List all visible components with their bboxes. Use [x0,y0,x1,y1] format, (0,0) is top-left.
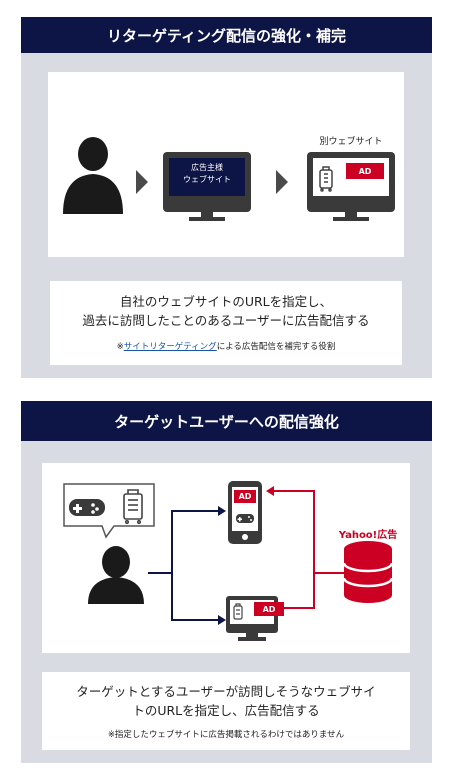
retargeting-desc-line2: 過去に訪問したことのあるユーザーに広告配信する [82,313,370,328]
target-note: ※指定したウェブサイトに広告掲載されるわけではありません [107,730,345,740]
monitor-ad-label: AD [254,602,284,616]
speech-bubble [63,483,155,539]
retargeting-description-card: 自社のウェブサイトのURLを指定し、 過去に訪問したことのあるユーザーに広告配信… [50,281,402,365]
target-description-card: ターゲットとするユーザーが訪問しそうなウェブサイ トのURLを指定し、広告配信す… [42,672,410,750]
yahoo-ads-label: Yahoo!広告 [338,530,398,541]
user-connector-lines [148,510,218,621]
site-retargeting-link[interactable]: サイトリターゲティング [123,342,217,352]
retargeting-title: リターゲティング配信の強化・補完 [106,26,347,45]
target-user-title: ターゲットユーザーへの配信強化 [114,412,339,431]
arrow-to-smartphone [218,506,226,516]
retargeting-note: ※サイトリターゲティングによる広告配信を補完する役割 [50,340,402,352]
database-icon [342,541,394,603]
target-desc-line1: ターゲットとするユーザーが訪問しそうなウェブサイ [76,684,376,699]
arrow-ad-to-smartphone [266,486,274,496]
center-monitor-text: 広告主様 ウェブサイト [183,163,231,184]
suitcase-icon [319,166,333,192]
target-user-header: ターゲットユーザーへの配信強化 [21,401,432,441]
gamepad-icon [236,514,254,523]
retargeting-desc-line1: 自社のウェブサイトのURLを指定し、 [119,294,333,309]
retargeting-header: リターゲティング配信の強化・補完 [21,17,432,53]
phone-ad-label: AD [234,490,256,503]
gamepad-icon [69,499,105,516]
note-suffix: による広告配信を補完する役割 [216,342,336,352]
target-diagram [63,481,394,641]
target-user-panel: ターゲットユーザーへの配信強化 [21,401,432,763]
ad-delivery-lines [274,490,344,609]
other-site-label: 別ウェブサイト [319,137,383,147]
target-diagram-card: AD AD Yahoo!広告 [42,463,410,653]
retargeting-diagram-card: 広告主様 ウェブサイト 別ウェブサイト AD [48,72,404,257]
triangle-arrow-icon [276,170,288,194]
person-icon [63,137,123,214]
ad-label: AD [346,163,384,179]
suitcase-icon [233,603,243,620]
monitor-icon [163,152,251,221]
person-icon [88,546,144,604]
retargeting-panel: リターゲティング配信の強化・補完 [21,17,432,378]
target-desc-line2: トのURLを指定し、広告配信する [132,703,320,718]
suitcase-icon [123,489,143,525]
arrow-to-monitor [218,615,226,625]
note-prefix: ※ [116,342,124,352]
triangle-arrow-icon [136,170,148,194]
